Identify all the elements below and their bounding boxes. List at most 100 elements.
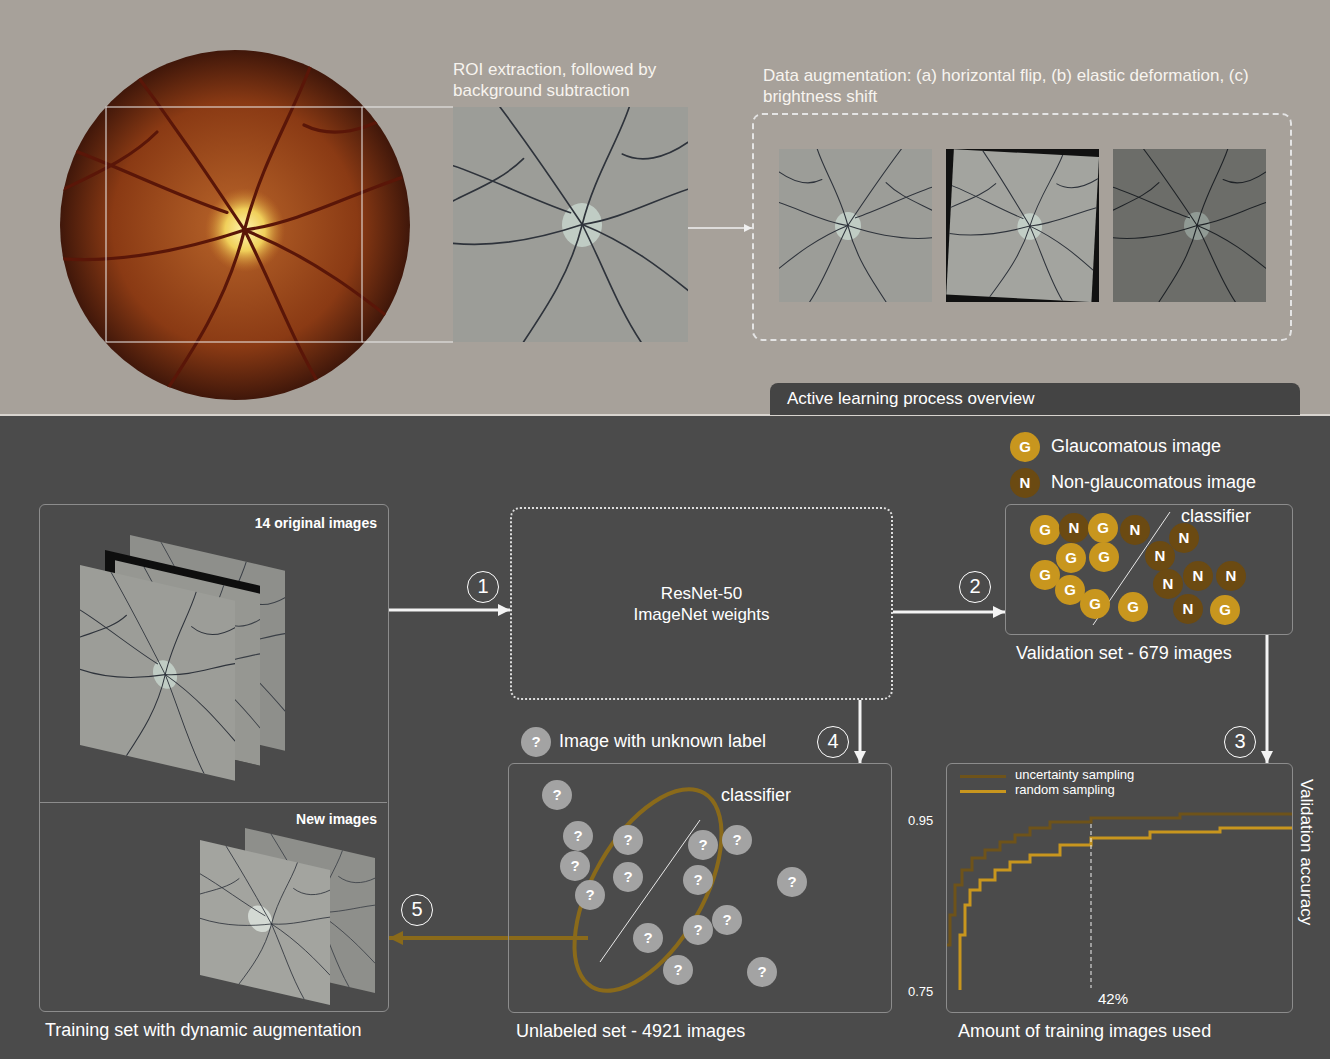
node-text: ? xyxy=(633,923,663,953)
augmentation-box: Data augmentation: (a) horizontal flip, … xyxy=(752,113,1292,341)
validation-set-box: classifierValidation set - 679 imagesGNG… xyxy=(1005,504,1293,635)
node-text: G xyxy=(1088,513,1118,543)
legend-text: random sampling xyxy=(1015,782,1115,798)
node-text: ? xyxy=(683,915,713,945)
sample-circle: ? xyxy=(563,821,593,851)
swatch-letter: N xyxy=(1010,468,1040,498)
step-number: 2 xyxy=(959,571,991,603)
node-text: G xyxy=(1210,595,1240,625)
classifier-line xyxy=(600,820,700,962)
legend-text: Image with unknown label xyxy=(559,731,766,753)
node-text: Amount of training images used xyxy=(958,1020,1211,1043)
model-box: ResNet-50 ImageNet weights xyxy=(510,507,893,700)
node-text: N xyxy=(1059,513,1089,543)
sample-circle: N xyxy=(1120,515,1150,545)
sample-circle: N xyxy=(1173,594,1203,624)
legend-line xyxy=(960,775,1006,778)
node-text: N xyxy=(1169,523,1199,553)
sample-circle: ? xyxy=(722,825,752,855)
step-number: 5 xyxy=(401,894,433,926)
axis-label: 0.95 xyxy=(908,813,933,829)
sample-circle: ? xyxy=(712,905,742,935)
accuracy-chart-box: Validation accuracyAmount of training im… xyxy=(946,763,1293,1013)
top-panel xyxy=(0,0,1330,414)
node-text: 14 original images xyxy=(255,515,377,533)
node-text: G xyxy=(1089,542,1119,572)
original-images-panel: 14 original images xyxy=(39,504,387,802)
node-text: N xyxy=(1120,515,1150,545)
selection-line xyxy=(508,936,588,940)
sample-circle: G xyxy=(1080,589,1110,619)
sample-circle: ? xyxy=(747,957,777,987)
connector-arrow xyxy=(1266,635,1269,763)
connector-arrow xyxy=(859,700,862,763)
node-text: ? xyxy=(663,955,693,985)
sample-circle: ? xyxy=(683,915,713,945)
node-text: classifier xyxy=(721,784,791,807)
step-number: 3 xyxy=(1224,726,1256,758)
legend-text: uncertainty sampling xyxy=(1015,767,1134,783)
node-text: ? xyxy=(613,862,643,892)
step-number: 4 xyxy=(817,726,849,758)
sample-circle: ? xyxy=(613,862,643,892)
node-text: New images xyxy=(296,811,377,829)
node-text: Validation set - 679 images xyxy=(1016,642,1232,665)
node-text: N xyxy=(1173,594,1203,624)
sample-circle: G xyxy=(1056,543,1086,573)
training-set-box: Training set with dynamic augmentation14… xyxy=(39,504,389,1012)
node-text: ? xyxy=(575,880,605,910)
sample-circle: N xyxy=(1059,513,1089,543)
node-text: ? xyxy=(712,905,742,935)
node-text: ? xyxy=(683,865,713,895)
flip-image xyxy=(779,149,932,302)
swatch-letter: G xyxy=(1010,432,1040,462)
sample-circle: N xyxy=(1216,561,1246,591)
new-images-panel: New images xyxy=(39,802,387,1010)
brightness-image xyxy=(1113,149,1266,302)
sample-circle: ? xyxy=(542,780,572,810)
sample-circle: ? xyxy=(688,830,718,860)
legend-line xyxy=(960,790,1006,793)
node-text: ? xyxy=(613,825,643,855)
node-text: G xyxy=(1030,515,1060,545)
node-text: G xyxy=(1118,592,1148,622)
node-text: G xyxy=(1056,543,1086,573)
sample-circle: ? xyxy=(633,923,663,953)
node-text: ? xyxy=(542,780,572,810)
axis-label: 42% xyxy=(1098,990,1128,1008)
node-text: ? xyxy=(747,957,777,987)
sample-circle: ? xyxy=(683,865,713,895)
accuracy-chart xyxy=(947,814,1292,990)
node-text: Unlabeled set - 4921 images xyxy=(516,1020,745,1043)
sample-circle: N xyxy=(1183,561,1213,591)
sample-circle: G xyxy=(1089,542,1119,572)
unlabeled-set-box: classifierUnlabeled set - 4921 images???… xyxy=(508,763,892,1013)
sample-circle: G xyxy=(1118,592,1148,622)
original-image-stack xyxy=(80,535,285,781)
node-text: ROI extraction, followed by background s… xyxy=(453,59,703,102)
connector-arrow xyxy=(389,609,510,612)
sample-circle: G xyxy=(1088,513,1118,543)
uncertainty-ellipse xyxy=(544,766,751,1015)
axis-label: 0.75 xyxy=(908,984,933,1000)
sample-circle: ? xyxy=(613,825,643,855)
connector-arrow xyxy=(389,936,508,940)
node-text: ResNet-50 ImageNet weights xyxy=(624,582,780,625)
node-text: ? xyxy=(560,851,590,881)
sample-circle: N xyxy=(1153,569,1183,599)
section-tab: Active learning process overview xyxy=(770,383,1300,415)
sample-circle: ? xyxy=(663,955,693,985)
node-text: ? xyxy=(563,821,593,851)
node-text: Data augmentation: (a) horizontal flip, … xyxy=(763,65,1288,108)
sample-circle: ? xyxy=(560,851,590,881)
node-text: N xyxy=(1216,561,1246,591)
sample-circle: ? xyxy=(575,880,605,910)
swatch-letter: ? xyxy=(521,727,551,757)
roi-image-box: ROI extraction, followed by background s… xyxy=(453,107,688,342)
connector-arrow xyxy=(688,227,752,229)
node-text: N xyxy=(1183,561,1213,591)
elastic-image xyxy=(946,149,1099,302)
new-image-stack xyxy=(200,828,375,1005)
node-text: ? xyxy=(777,867,807,897)
